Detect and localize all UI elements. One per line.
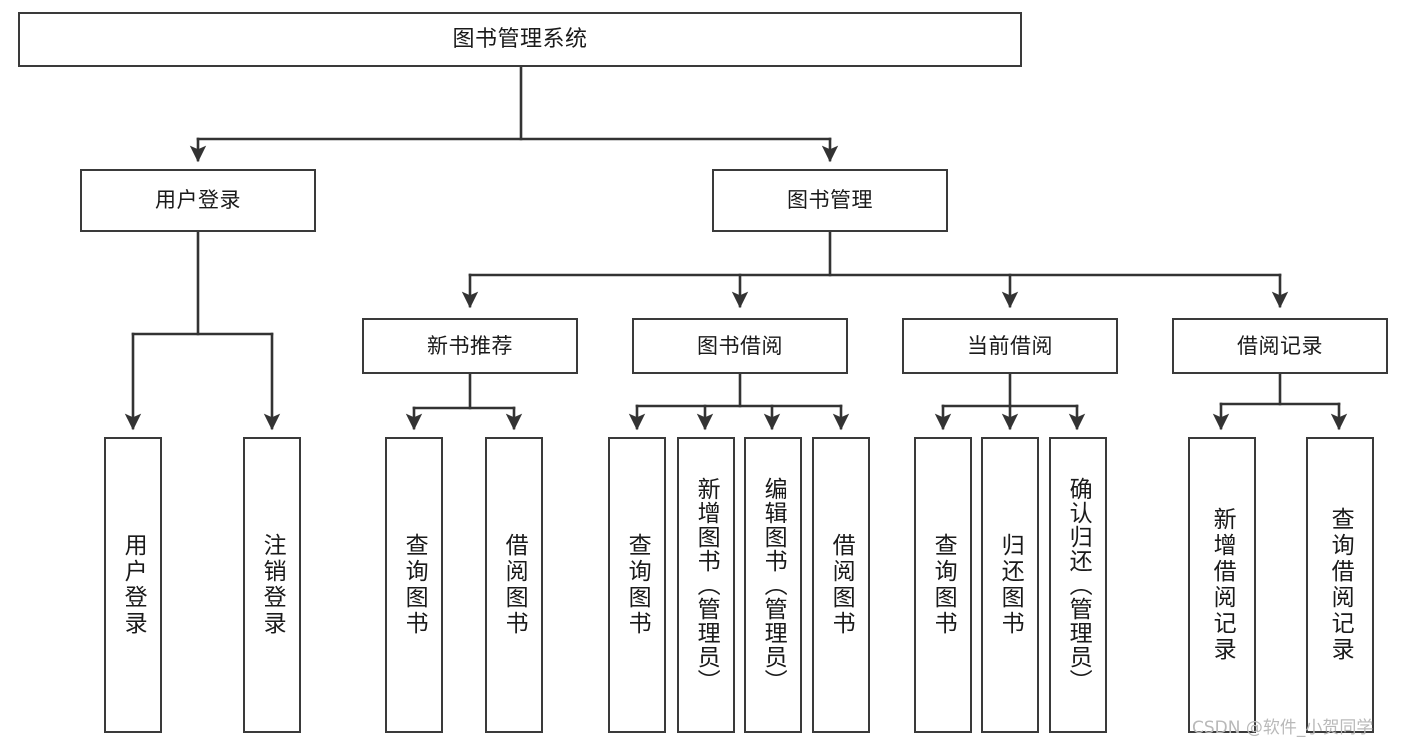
leaf-borrow-lend-book[interactable]: 借阅图书 (812, 437, 870, 733)
leaf-user-login[interactable]: 用户登录 (104, 437, 162, 733)
leaf-borrow-edit-book-admin[interactable]: 编辑图书（管理员） (744, 437, 802, 733)
node-label: 查询图书 (624, 533, 651, 637)
node-label: 借阅图书 (501, 533, 528, 637)
node-label: 查询借阅记录 (1327, 507, 1354, 663)
leaf-record-add-borrow-record[interactable]: 新增借阅记录 (1188, 437, 1256, 733)
leaf-record-query-borrow-record[interactable]: 查询借阅记录 (1306, 437, 1374, 733)
node-label: 新书推荐 (427, 333, 513, 358)
leaf-recommend-borrow-book[interactable]: 借阅图书 (485, 437, 543, 733)
leaf-borrow-add-book-admin[interactable]: 新增图书（管理员） (677, 437, 735, 733)
node-label: 图书管理 (787, 188, 873, 213)
node-label: 注销登录 (259, 533, 286, 637)
node-label: 借阅记录 (1237, 333, 1323, 358)
node-label: 用户登录 (155, 188, 241, 213)
node-label: 归还图书 (997, 533, 1024, 637)
node-book-borrowing[interactable]: 图书借阅 (632, 318, 848, 374)
leaf-borrow-query-book[interactable]: 查询图书 (608, 437, 666, 733)
node-root-system[interactable]: 图书管理系统 (18, 12, 1022, 67)
node-user-login[interactable]: 用户登录 (80, 169, 316, 232)
node-label: 图书管理系统 (452, 26, 588, 52)
node-label: 用户登录 (120, 533, 147, 637)
leaf-current-confirm-return-admin[interactable]: 确认归还（管理员） (1049, 437, 1107, 733)
node-label: 借阅图书 (828, 533, 855, 637)
leaf-current-return-book[interactable]: 归还图书 (981, 437, 1039, 733)
node-current-borrowing[interactable]: 当前借阅 (902, 318, 1118, 374)
node-label: 编辑图书（管理员） (760, 477, 787, 693)
leaf-user-logout[interactable]: 注销登录 (243, 437, 301, 733)
node-label: 图书借阅 (697, 333, 783, 358)
node-label: 新增图书（管理员） (693, 477, 720, 693)
node-borrow-records[interactable]: 借阅记录 (1172, 318, 1388, 374)
node-label: 新增借阅记录 (1209, 507, 1236, 663)
csdn-watermark: CSDN @软件_小贺同学 (1192, 718, 1374, 738)
leaf-current-query-book[interactable]: 查询图书 (914, 437, 972, 733)
node-label: 当前借阅 (967, 333, 1053, 358)
node-label: 查询图书 (401, 533, 428, 637)
node-book-management[interactable]: 图书管理 (712, 169, 948, 232)
node-new-book-recommendation[interactable]: 新书推荐 (362, 318, 578, 374)
leaf-recommend-query-book[interactable]: 查询图书 (385, 437, 443, 733)
node-label: 查询图书 (930, 533, 957, 637)
node-label: 确认归还（管理员） (1065, 477, 1092, 693)
